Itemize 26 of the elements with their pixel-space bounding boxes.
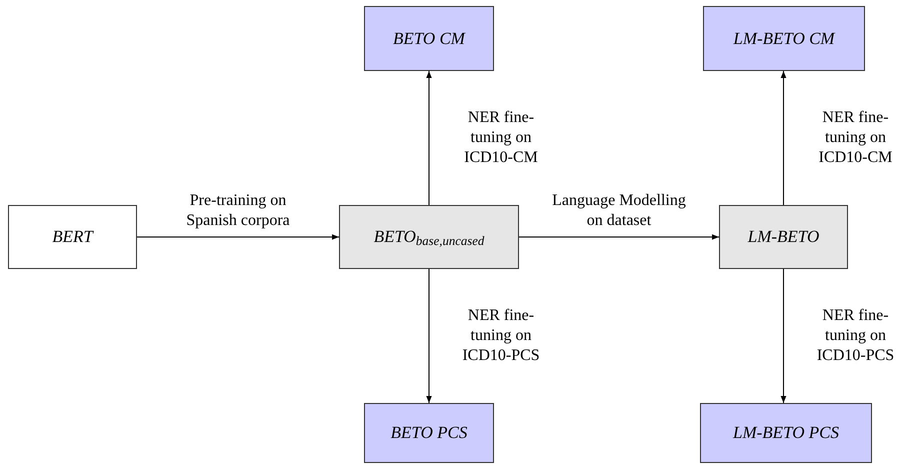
arrow — [518, 234, 720, 240]
arrow — [780, 268, 786, 404]
model-box — [364, 403, 494, 463]
model-box — [719, 205, 848, 269]
edge-label: NER fine-tuning on ICD10-CM — [463, 108, 539, 168]
arrow — [426, 268, 432, 404]
model-box — [339, 205, 519, 269]
box-label: BERT — [52, 226, 93, 248]
model-box — [703, 6, 865, 71]
edge-label: NER fine-tuning on ICD10-PCS — [816, 306, 896, 366]
box-label: BETO$_{base,uncased}$ — [374, 226, 484, 250]
arrow — [426, 70, 432, 206]
edge-label: Pre-training on Spanish corpora — [185, 191, 291, 231]
box-label: LM-BETO — [748, 226, 820, 248]
box-label: LM-BETO CM — [733, 28, 835, 50]
arrow — [136, 234, 340, 240]
edge-label: Language Modelling on dataset — [551, 191, 687, 231]
model-box — [364, 6, 494, 71]
edge-label: NER fine-tuning on ICD10-CM — [818, 108, 894, 168]
model-box — [8, 205, 137, 269]
model-box — [700, 403, 872, 463]
box-label: BETO CM — [393, 28, 465, 50]
box-label: BETO PCS — [390, 422, 468, 444]
box-label: LM-BETO PCS — [733, 422, 839, 444]
arrow — [780, 70, 786, 206]
edge-label: NER fine-tuning on ICD10-PCS — [461, 306, 541, 366]
